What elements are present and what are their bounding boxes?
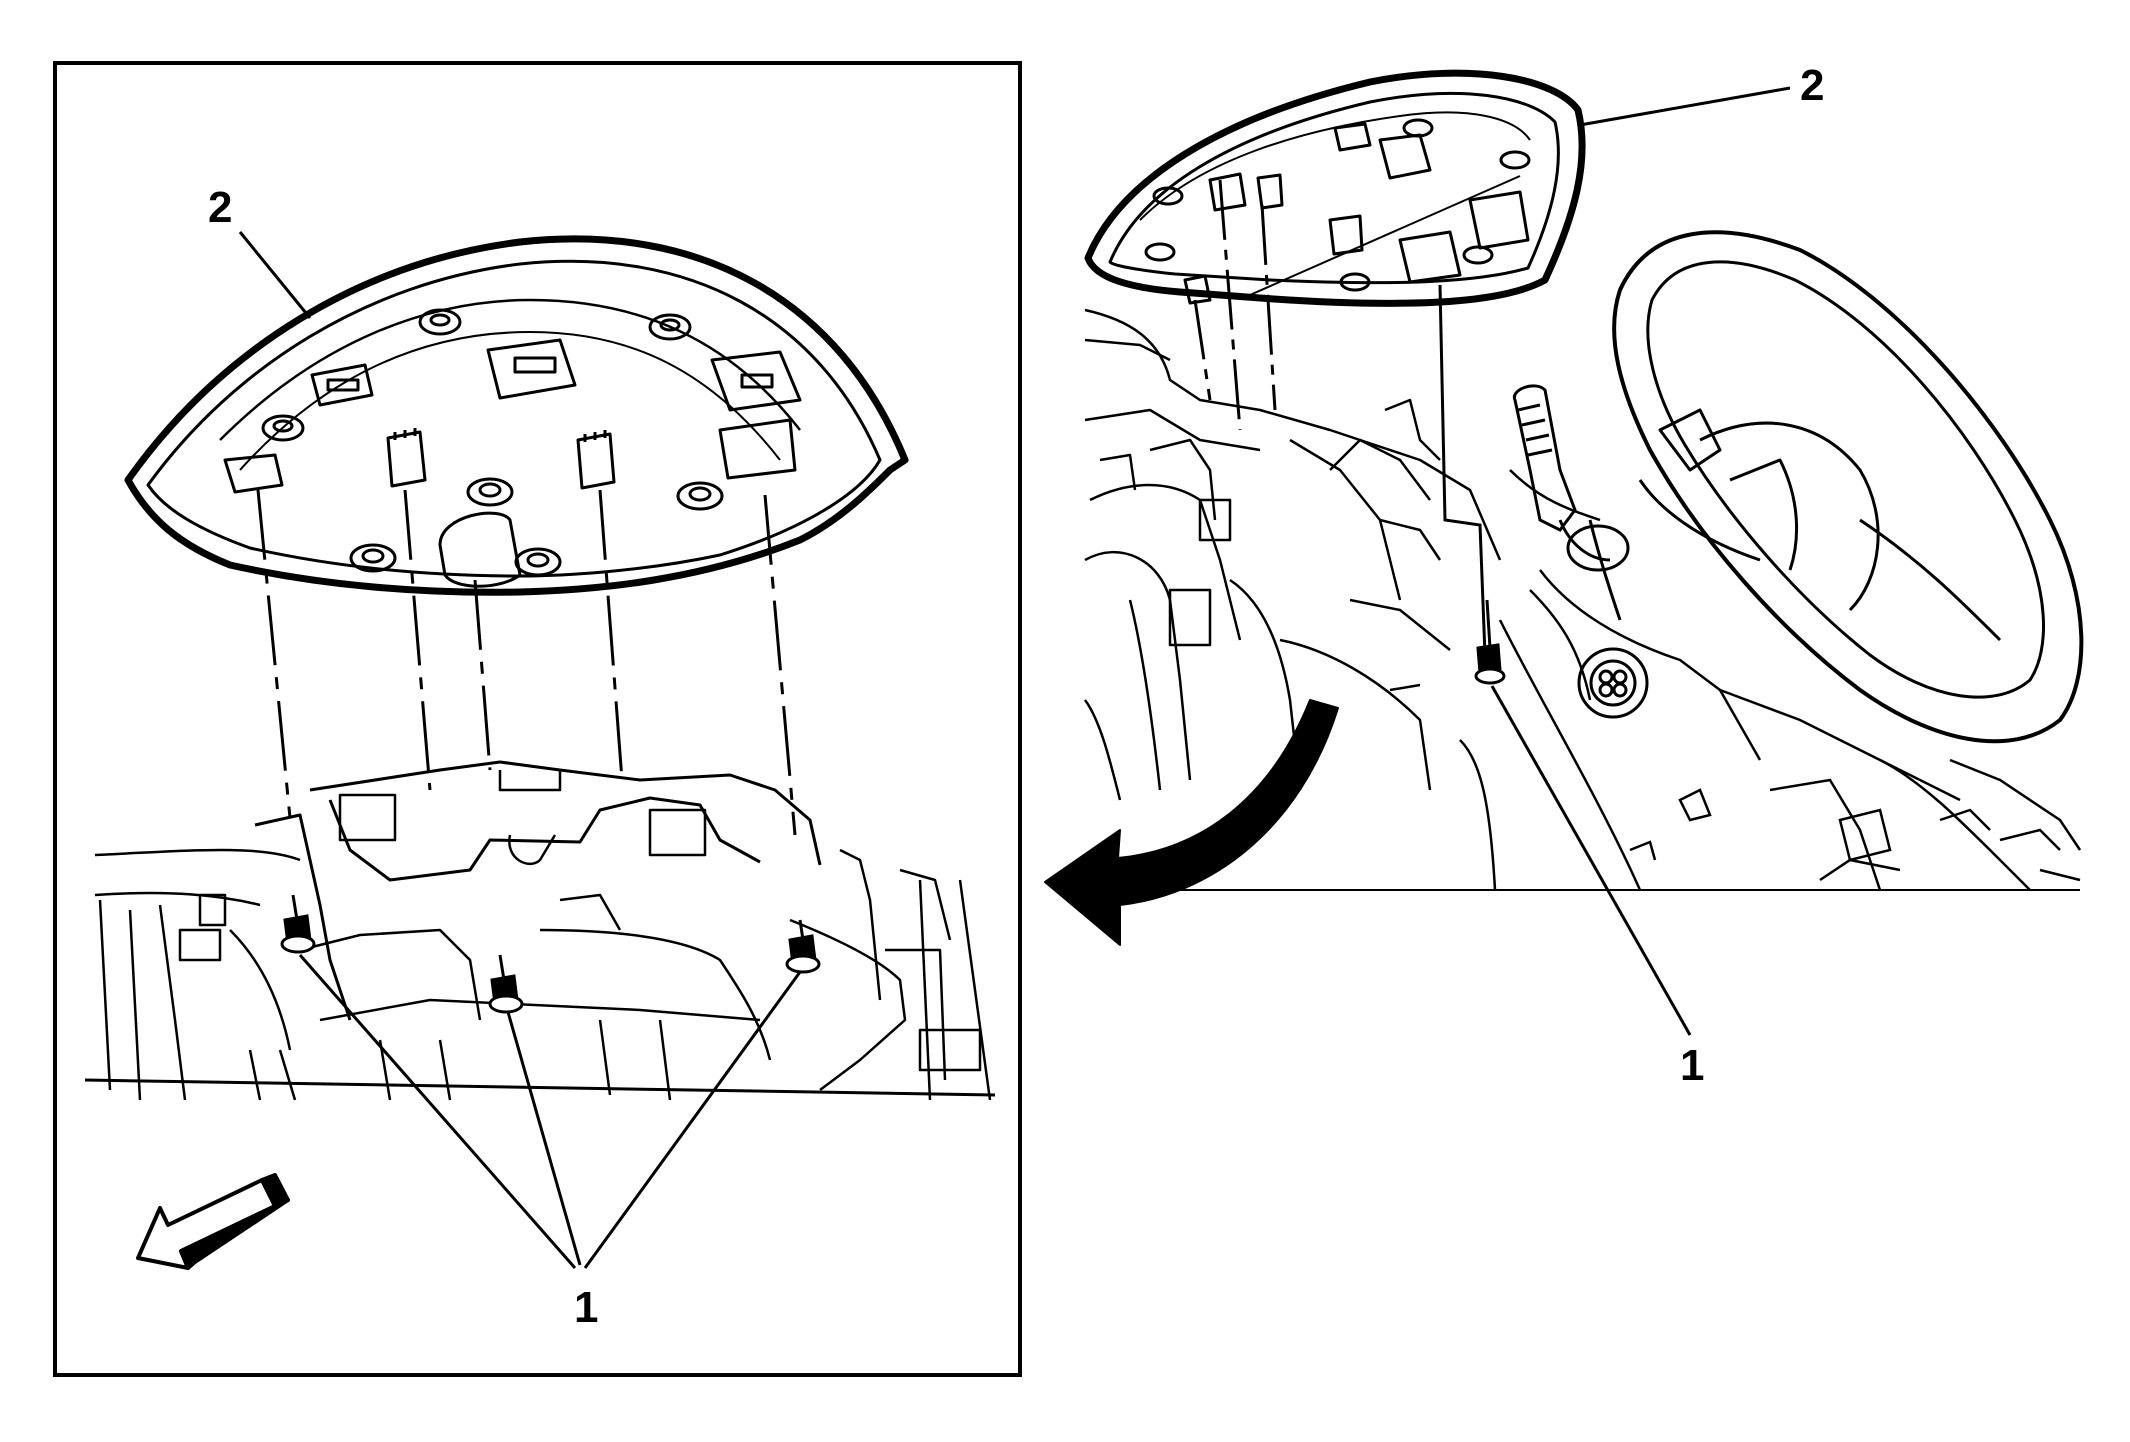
right-view: 2 1 (1044, 61, 2084, 1090)
column-lower-shroud (1498, 569, 2082, 891)
right-trim-panel (1084, 69, 1586, 307)
right-instrument-panel (1083, 308, 1601, 891)
right-callout-fastener: 1 (1680, 1041, 1704, 1090)
removal-direction-arrow-icon (1044, 699, 1339, 946)
left-trim-panel (124, 235, 909, 596)
fastener-screw-2 (488, 954, 524, 1014)
right-panel-retainers (1144, 118, 1531, 305)
left-view-frame (53, 61, 1022, 1377)
left-callout-trim-panel: 2 (208, 183, 232, 232)
left-view: 2 1 (53, 61, 1022, 1377)
left-fasteners (280, 894, 821, 1014)
left-alignment-lines (256, 489, 797, 836)
steering-wheel (1588, 230, 2084, 744)
turn-signal-lever (1512, 384, 1630, 572)
fastener-screw-1 (280, 894, 316, 954)
panel-retainers (223, 308, 802, 588)
right-callout-trim-panel: 2 (1800, 61, 1824, 110)
forward-direction-arrow-icon (136, 1173, 290, 1270)
ignition-switch (1577, 647, 1649, 719)
right-leaders (1490, 86, 1791, 1036)
left-leaders (238, 231, 802, 1269)
right-fastener (1474, 599, 1506, 685)
left-callout-fasteners: 1 (574, 1283, 598, 1332)
fastener-screw-3 (785, 919, 821, 974)
right-alignment-lines (1193, 179, 1487, 656)
